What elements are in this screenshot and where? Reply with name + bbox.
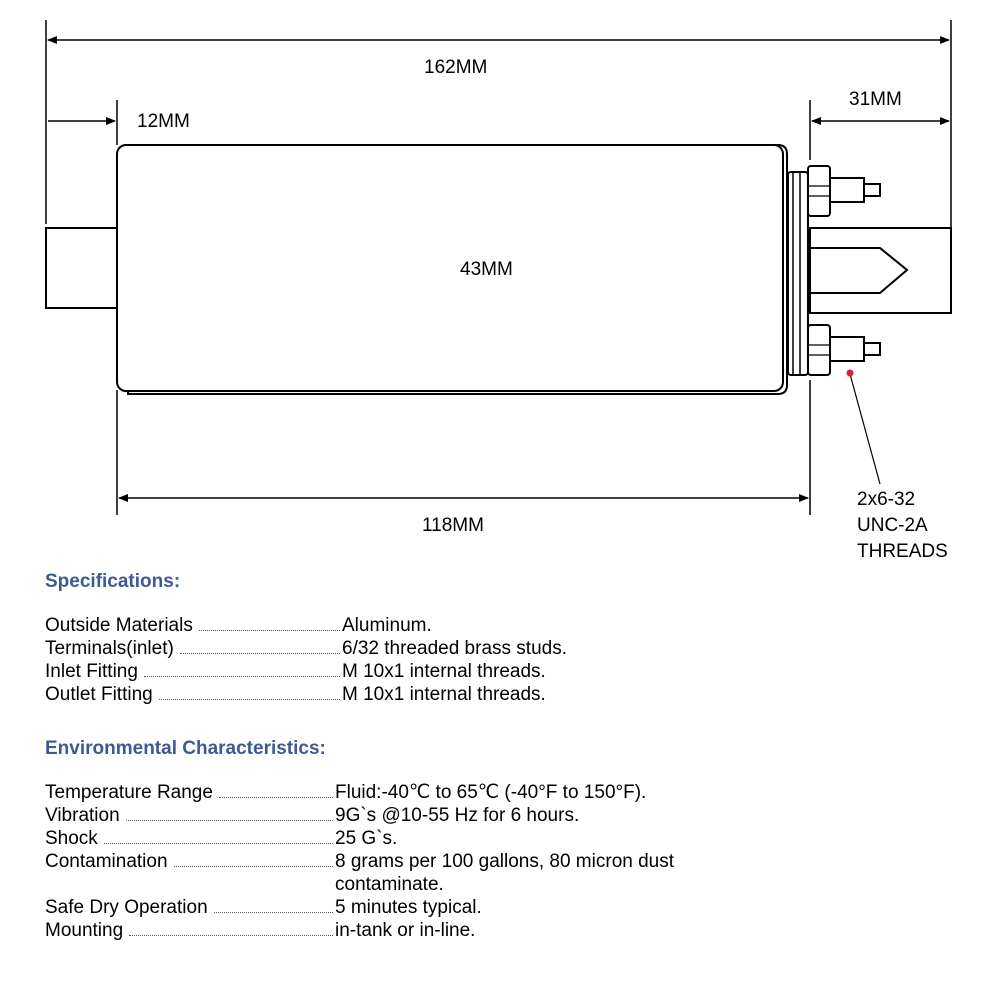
leader-dots bbox=[158, 699, 340, 700]
extension-lines bbox=[45, 20, 952, 515]
env-value: 25 G`s. bbox=[335, 828, 398, 849]
spec-value: Aluminum. bbox=[342, 615, 432, 636]
leader-dots bbox=[129, 935, 333, 936]
env-value: 8 grams per 100 gallons, 80 micron dust … bbox=[335, 851, 675, 895]
spec-label: Outlet Fitting bbox=[45, 684, 153, 705]
leader-dots bbox=[213, 912, 333, 913]
environmental-title: Environmental Characteristics: bbox=[45, 738, 326, 759]
inlet-stub bbox=[45, 227, 119, 309]
spec-label: Terminals(inlet) bbox=[45, 638, 174, 659]
main-cylinder bbox=[116, 144, 784, 392]
callout-line-1: 2x6-32 bbox=[857, 489, 915, 510]
spec-row: Terminals(inlet) 6/32 threaded brass stu… bbox=[45, 637, 567, 660]
outlet-tube bbox=[809, 227, 952, 314]
env-value: 5 minutes typical. bbox=[335, 897, 482, 918]
callout-marker bbox=[846, 369, 854, 377]
spec-row: Inlet Fitting M 10x1 internal threads. bbox=[45, 660, 567, 683]
leader-dots bbox=[218, 797, 333, 798]
env-value: Fluid:-40℃ to 65℃ (-40°F to 150°F). bbox=[335, 782, 647, 803]
environmental-list: Temperature Range Fluid:-40℃ to 65℃ (-40… bbox=[45, 781, 775, 942]
env-row: Contamination 8 grams per 100 gallons, 8… bbox=[45, 850, 775, 896]
terminal-stud-bottom bbox=[807, 324, 881, 376]
env-label: Contamination bbox=[45, 851, 168, 872]
spec-value: 6/32 threaded brass studs. bbox=[342, 638, 567, 659]
env-label: Safe Dry Operation bbox=[45, 897, 208, 918]
terminal-stud-top bbox=[807, 165, 881, 217]
right-end-dimension-label: 31MM bbox=[849, 89, 902, 110]
leader-dots bbox=[173, 866, 333, 867]
leader-dots bbox=[103, 843, 333, 844]
overall-dimension-label: 162MM bbox=[424, 57, 487, 78]
env-row: Safe Dry Operation 5 minutes typical. bbox=[45, 896, 775, 919]
pump-dimension-drawing: 162MM 12MM 31MM 43MM 118MM 2x6-32 UNC-2A… bbox=[45, 20, 952, 562]
body-dimension-label: 118MM bbox=[422, 515, 484, 536]
env-label: Shock bbox=[45, 828, 98, 849]
left-stub-dimension-label: 12MM bbox=[137, 111, 190, 132]
env-value: in-tank or in-line. bbox=[335, 920, 476, 941]
spec-label: Inlet Fitting bbox=[45, 661, 138, 682]
callout-line-2: UNC-2A bbox=[857, 515, 928, 536]
spec-label: Outside Materials bbox=[45, 615, 193, 636]
spec-row: Outlet Fitting M 10x1 internal threads. bbox=[45, 683, 567, 706]
callout-line-3: THREADS bbox=[857, 541, 948, 562]
specifications-list: Outside Materials Aluminum. Terminals(in… bbox=[45, 614, 567, 706]
env-row: Mounting in-tank or in-line. bbox=[45, 919, 775, 942]
spec-value: M 10x1 internal threads. bbox=[342, 684, 546, 705]
env-label: Mounting bbox=[45, 920, 124, 941]
leader-dots bbox=[179, 653, 340, 654]
env-row: Vibration 9G`s @10-55 Hz for 6 hours. bbox=[45, 804, 775, 827]
env-row: Temperature Range Fluid:-40℃ to 65℃ (-40… bbox=[45, 781, 775, 804]
pump-body bbox=[45, 144, 809, 395]
specifications-title: Specifications: bbox=[45, 571, 181, 592]
spec-row: Outside Materials Aluminum. bbox=[45, 614, 567, 637]
thread-callout-leader bbox=[846, 369, 881, 485]
diameter-dimension-label: 43MM bbox=[460, 259, 513, 280]
leader-dots bbox=[198, 630, 340, 631]
env-row: Shock 25 G`s. bbox=[45, 827, 775, 850]
end-plate bbox=[787, 171, 809, 376]
env-value: 9G`s @10-55 Hz for 6 hours. bbox=[335, 805, 580, 826]
spec-value: M 10x1 internal threads. bbox=[342, 661, 546, 682]
leader-dots bbox=[125, 820, 333, 821]
env-label: Temperature Range bbox=[45, 782, 213, 803]
leader-dots bbox=[143, 676, 340, 677]
outlet-nipple bbox=[860, 247, 909, 294]
env-label: Vibration bbox=[45, 805, 120, 826]
